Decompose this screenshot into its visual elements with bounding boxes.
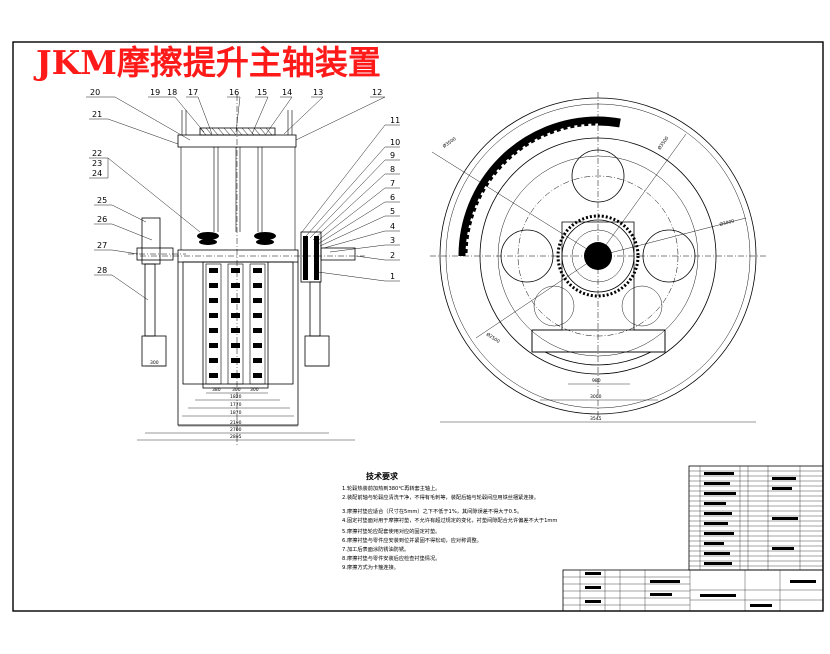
svg-text:1870: 1870 <box>230 410 242 416</box>
svg-text:2190: 2190 <box>230 420 242 426</box>
svg-text:Ø3500: Ø3500 <box>656 135 670 151</box>
svg-text:22: 22 <box>92 149 102 158</box>
part-callouts-left: 21 22 23 24 25 26 27 28 <box>89 110 201 301</box>
svg-text:5: 5 <box>390 207 395 216</box>
svg-text:300: 300 <box>232 387 241 393</box>
svg-text:2895: 2895 <box>230 434 242 440</box>
title-block <box>562 569 824 612</box>
svg-text:3000: 3000 <box>590 394 602 400</box>
svg-text:25: 25 <box>97 196 107 205</box>
svg-text:9: 9 <box>390 151 395 160</box>
part-callouts-right: 11 10 9 8 7 6 5 4 3 2 1 <box>301 116 400 282</box>
svg-text:2700: 2700 <box>230 427 242 433</box>
requirement-item: 5.摩擦衬垫轮应配套使用对应的固定衬垫。 <box>342 527 440 535</box>
svg-text:27: 27 <box>97 241 107 250</box>
part-callouts-top: 20 19 18 17 16 15 14 13 12 <box>86 88 386 141</box>
requirement-item: 9.摩擦方式为卡箍连接。 <box>342 563 399 571</box>
technical-requirements: 技术要求 1.轮毂热装前加热到380℃再转套主轴上。 2.装配前轴与轮毂应清洗干… <box>342 471 557 571</box>
drawing-title: JKM摩擦提升主轴装置 <box>33 43 381 82</box>
svg-text:1820: 1820 <box>230 394 242 400</box>
svg-text:15: 15 <box>257 88 267 97</box>
svg-text:13: 13 <box>313 88 323 97</box>
svg-text:24: 24 <box>92 169 102 178</box>
svg-text:Ø3500: Ø3500 <box>441 135 457 149</box>
side-view-dimensions: 980 3000 3545 <box>590 378 602 422</box>
svg-text:28: 28 <box>97 266 107 275</box>
svg-text:8: 8 <box>390 165 395 174</box>
svg-text:4: 4 <box>390 222 395 231</box>
requirement-item: 7.加工后表面涂防锈油防锈。 <box>342 545 409 553</box>
svg-text:23: 23 <box>92 159 102 168</box>
svg-text:2: 2 <box>390 251 395 260</box>
svg-text:19: 19 <box>150 88 160 97</box>
svg-text:380: 380 <box>212 387 221 393</box>
front-view-dimensions: 380 300 300 1820 1770 1870 2190 2700 289… <box>150 360 259 440</box>
svg-text:11: 11 <box>390 116 400 125</box>
svg-text:1: 1 <box>390 272 395 281</box>
svg-text:300: 300 <box>150 360 159 366</box>
svg-text:1770: 1770 <box>230 402 242 408</box>
svg-text:21: 21 <box>92 110 102 119</box>
svg-text:Ø3000: Ø3000 <box>719 217 735 228</box>
requirement-item: 6.摩擦衬垫与零件应安装到位并紧固不得松动，应对称调整。 <box>342 536 482 544</box>
svg-text:12: 12 <box>372 88 382 97</box>
requirement-item: 1.轮毂热装前加热到380℃再转套主轴上。 <box>342 484 441 492</box>
svg-text:Ø2500: Ø2500 <box>485 331 502 345</box>
svg-text:3: 3 <box>390 236 395 245</box>
requirement-item: 8.摩擦衬垫与零件安装后应检查衬垫情况。 <box>342 554 440 562</box>
requirement-item: 3.摩擦衬垫应适合（尺寸在5mm）之下不低于1%，其间隙误差不得大于0.5。 <box>342 507 522 515</box>
svg-text:18: 18 <box>167 88 177 97</box>
requirement-item: 2.装配前轴与轮毂应清洗干净，不得有毛刺等，装配后轴与轮毂间应用铁丝捆紧连接。 <box>342 493 539 501</box>
svg-text:300: 300 <box>250 387 259 393</box>
svg-text:17: 17 <box>188 88 198 97</box>
svg-text:20: 20 <box>90 88 100 97</box>
side-end-view: Ø3500 Ø3500 Ø3000 Ø2500 <box>430 92 768 423</box>
drawing-border <box>12 41 824 612</box>
svg-text:6: 6 <box>390 193 395 202</box>
svg-text:980: 980 <box>592 378 601 384</box>
requirement-item: 4.固定衬垫面对用于摩擦衬垫，不允许有超过规定的变化，衬垫间隙配合允许偏差不大于… <box>342 516 557 524</box>
svg-text:14: 14 <box>282 88 292 97</box>
front-section-view <box>128 95 365 445</box>
svg-text:26: 26 <box>97 215 107 224</box>
svg-text:3545: 3545 <box>590 416 602 422</box>
parts-list-table <box>688 465 824 571</box>
svg-text:7: 7 <box>390 179 395 188</box>
svg-text:16: 16 <box>229 88 239 97</box>
requirements-title: 技术要求 <box>366 471 399 481</box>
svg-text:10: 10 <box>390 138 400 147</box>
